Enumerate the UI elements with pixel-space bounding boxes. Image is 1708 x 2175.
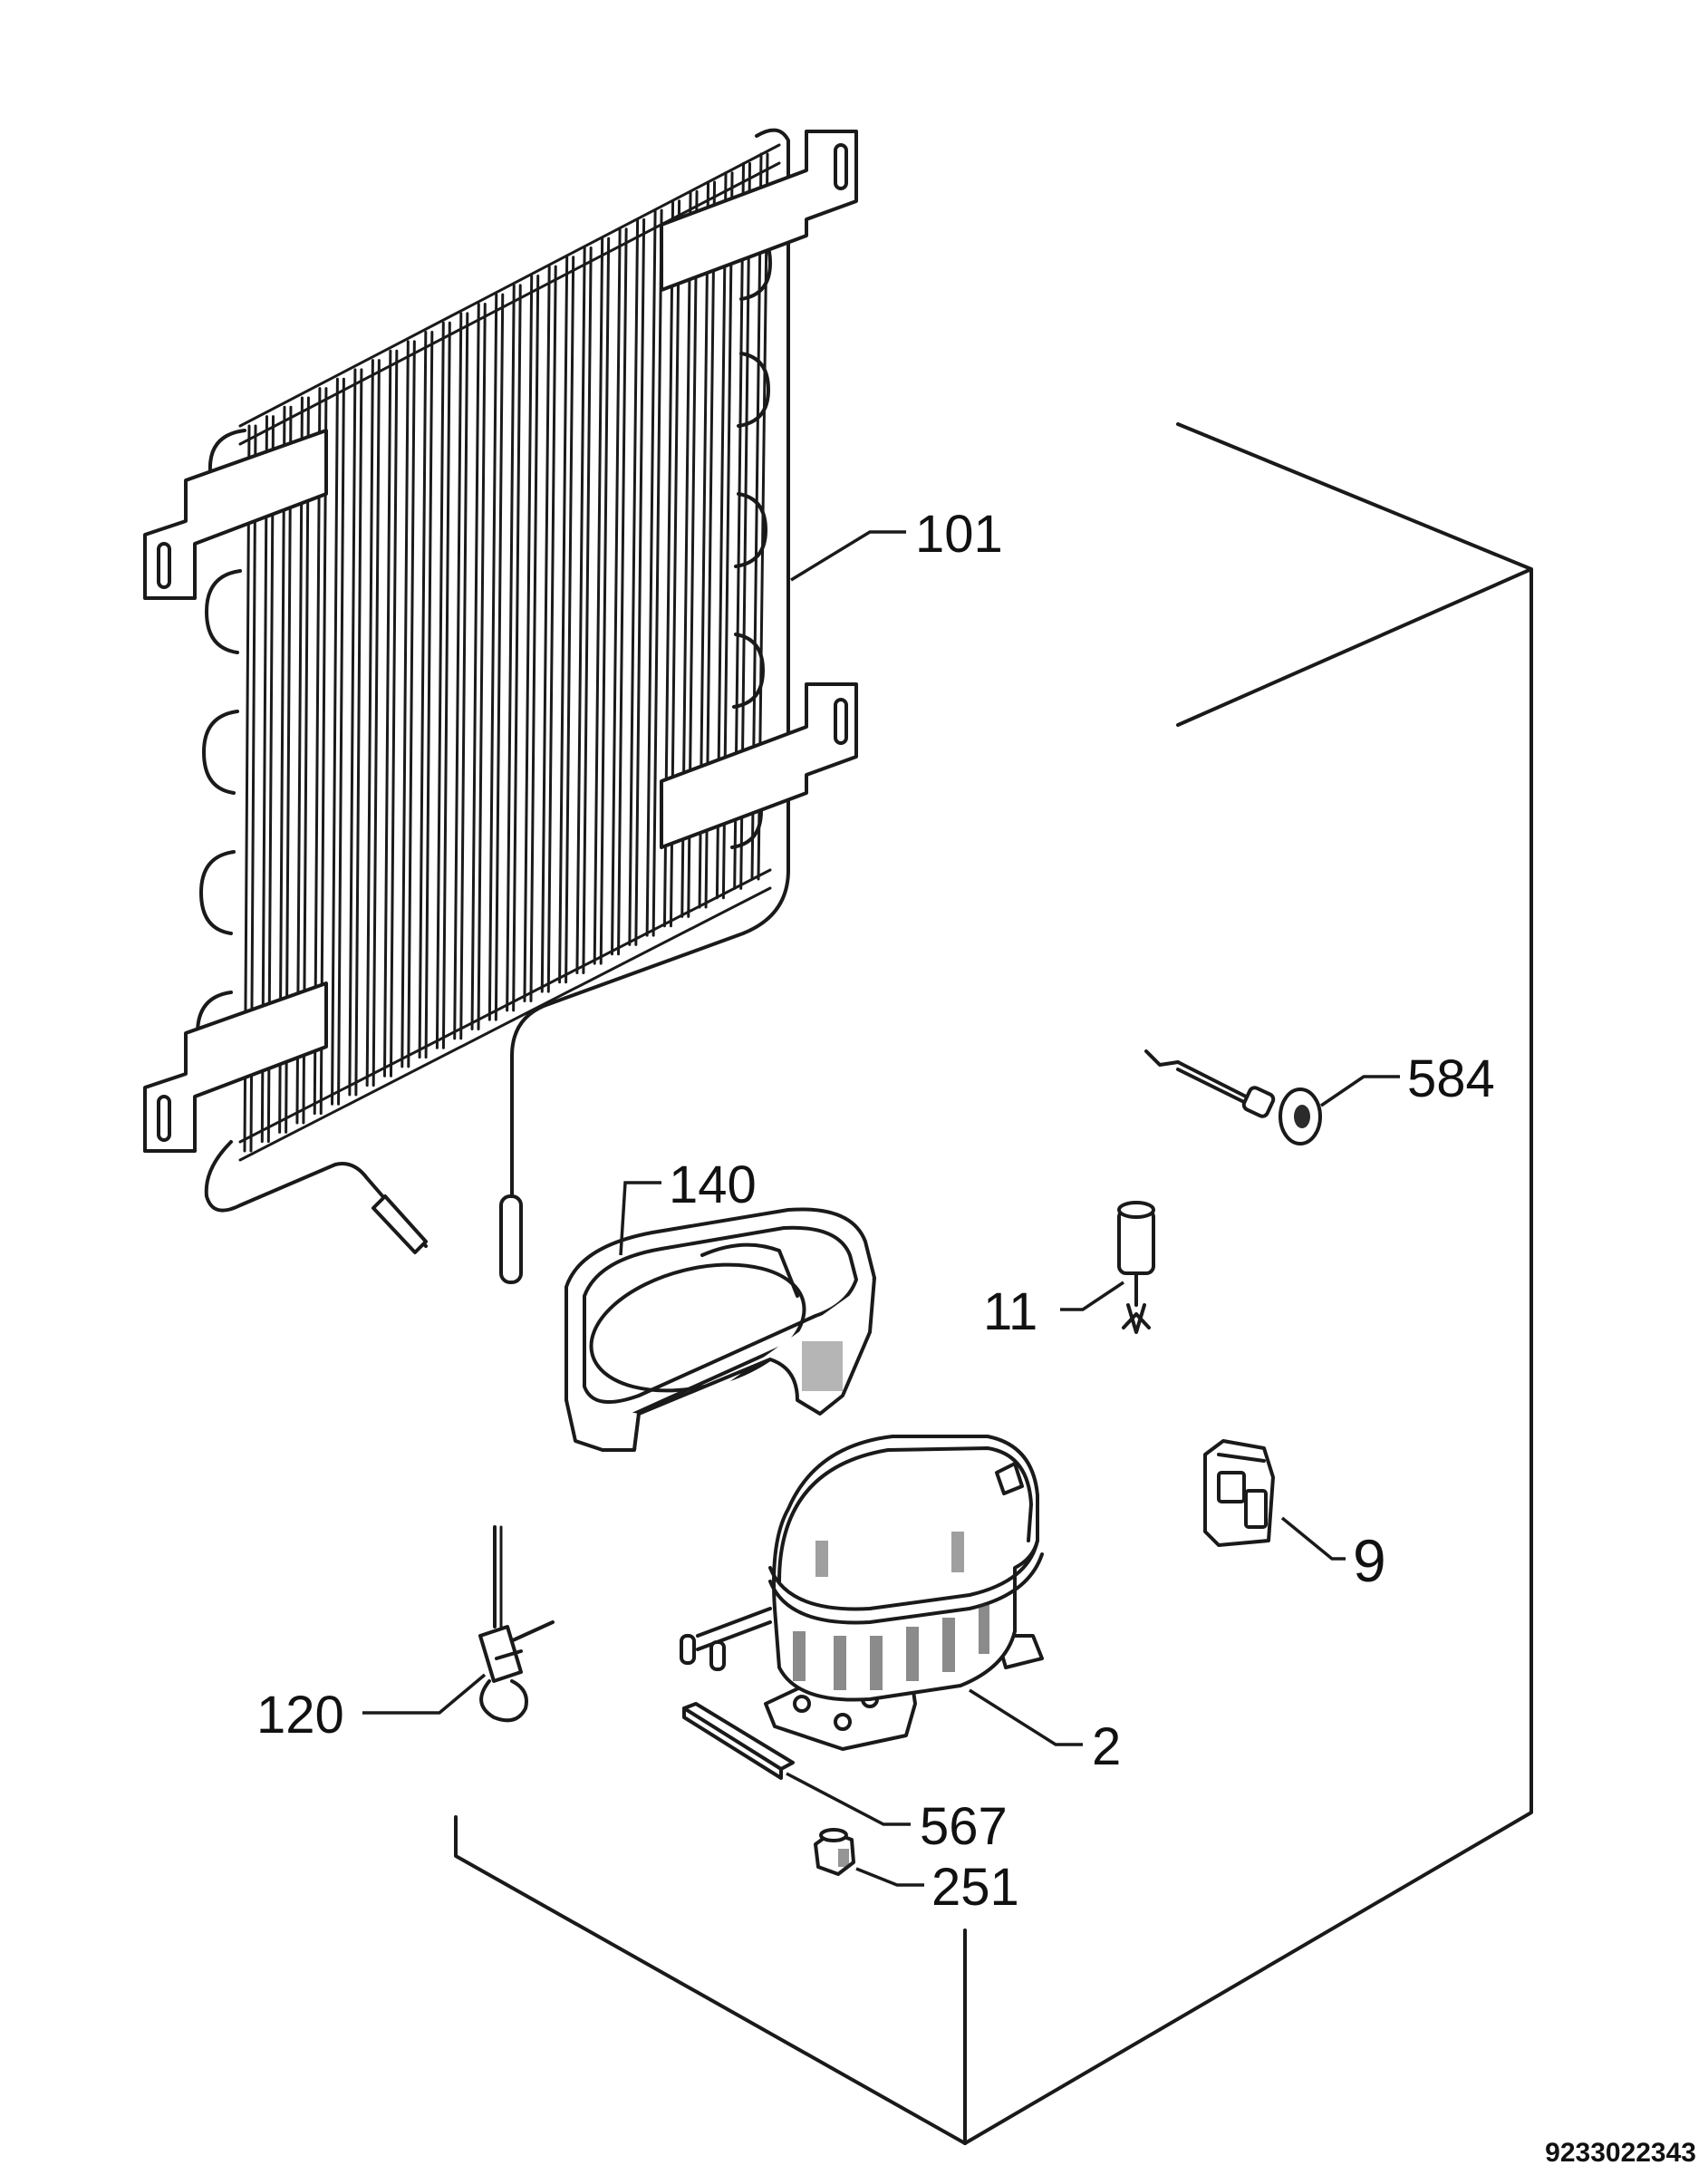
condenser-rod: [337, 377, 345, 1106]
condenser-rod: [582, 246, 593, 974]
starting-device-9: [1203, 1439, 1275, 1547]
condenser-rod: [512, 284, 522, 1012]
condenser-rod: [546, 265, 557, 993]
condenser-101: [143, 128, 858, 1284]
condenser-rod: [435, 321, 445, 1049]
condenser-rod: [354, 368, 363, 1097]
capacitor-11: [1117, 1201, 1155, 1334]
condenser-rod: [418, 331, 428, 1059]
condenser-rod: [651, 208, 663, 937]
condenser-rod: [487, 293, 498, 1021]
label-567: 567: [920, 1797, 1008, 1856]
condenser-rod: [593, 237, 604, 965]
label-140: 140: [669, 1155, 757, 1214]
drip-tray-140: [565, 1207, 876, 1452]
condenser-rod: [331, 377, 339, 1106]
condenser-bracket-mid-right: [660, 682, 858, 849]
condenser-rod: [628, 218, 640, 946]
label-2: 2: [1092, 1717, 1121, 1776]
sensor-120: [478, 1525, 555, 1723]
condenser-rod: [382, 349, 392, 1078]
condenser-rod: [575, 246, 586, 974]
condenser-rod: [424, 331, 434, 1059]
grommet-251: [814, 1828, 855, 1876]
condenser-rod: [558, 256, 569, 984]
condenser-rod: [565, 256, 575, 984]
condenser-rod: [506, 284, 516, 1012]
condenser-rod: [400, 340, 410, 1068]
label-584: 584: [1407, 1049, 1495, 1108]
condenser-rod: [540, 265, 551, 993]
temperature-probe-584: [1144, 1049, 1322, 1146]
condenser-rod: [611, 227, 622, 956]
condenser-rod: [441, 321, 451, 1049]
condenser-rod: [645, 208, 657, 937]
condenser-rod: [365, 359, 374, 1088]
condenser-rod: [634, 218, 646, 946]
condenser-rod: [453, 312, 463, 1040]
label-120: 120: [256, 1686, 344, 1745]
condenser-bracket-bottom-left: [143, 981, 328, 1153]
condenser-rod: [372, 359, 381, 1088]
condenser-rod: [529, 274, 540, 1002]
label-9: 9: [1353, 1527, 1386, 1594]
condenser-rod: [470, 303, 480, 1031]
condenser-rod: [389, 349, 399, 1078]
part-labels: 101 140 584 11 9 120 2 567 251: [256, 505, 1495, 1917]
condenser-rod: [407, 340, 416, 1068]
condenser-rod: [459, 312, 469, 1040]
leader-lines: [362, 530, 1400, 1887]
condenser-rod: [477, 303, 487, 1031]
condenser-bracket-top-left: [143, 429, 328, 600]
condenser-bracket-top-right: [660, 130, 858, 292]
condenser-rod: [523, 274, 534, 1002]
label-101: 101: [915, 505, 1003, 564]
label-251: 251: [931, 1858, 1019, 1917]
label-11: 11: [983, 1282, 1037, 1341]
cabinet-outline: [454, 422, 1533, 2145]
condenser-rod: [494, 293, 505, 1021]
mounting-plate-567: [682, 1702, 795, 1780]
condenser-rod: [348, 368, 357, 1097]
document-number: 9233022343: [1545, 2138, 1696, 2168]
condenser-rod: [599, 237, 611, 965]
compressor-2: [680, 1435, 1044, 1751]
condenser-rod: [617, 227, 628, 956]
